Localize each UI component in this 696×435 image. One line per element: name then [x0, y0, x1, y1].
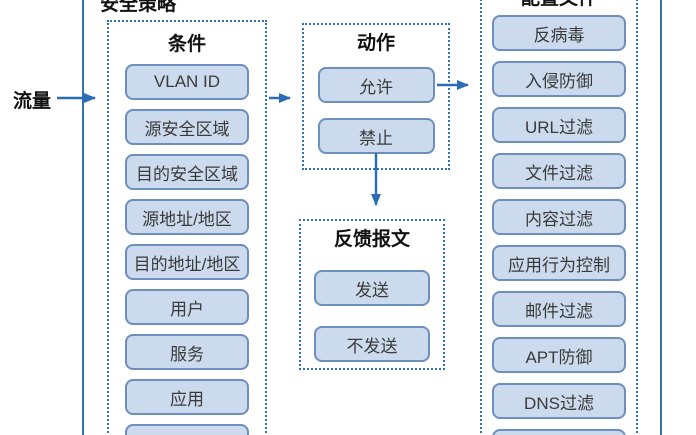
conditions-title: 条件 [167, 34, 206, 55]
profiles-list: 反病毒入侵防御 URL过滤文件过滤内容过滤应用行为控制邮件过滤 APT防御 DNS过滤… [492, 15, 626, 435]
security-policy-title: 安全策略 [100, 0, 177, 15]
action-node: 禁止 [317, 118, 435, 154]
profile-node: DNS过滤 [492, 383, 626, 419]
condition-node: URL分类 [125, 424, 249, 435]
condition-node: VLAN ID [125, 64, 249, 100]
conditions-group: 条件 VLAN ID 源安全区域目的安全区域源地址/地区目的地址/地区用户服务应用… [107, 20, 267, 435]
feedback-node: 不发送 [314, 326, 430, 362]
profile-node: 内容过滤 [492, 199, 626, 235]
condition-node: 应用 [125, 379, 249, 415]
condition-node: 源安全区域 [125, 109, 249, 145]
profiles-title: 配置文件 [521, 0, 597, 10]
condition-node: 用户 [125, 289, 249, 325]
feedback-node: 发送 [314, 270, 430, 306]
action-node: 允许 [317, 67, 435, 103]
profile-node: 云接入安全感知 [492, 429, 626, 435]
profile-node: 反病毒 [492, 15, 626, 51]
condition-node: 服务 [125, 334, 249, 370]
actions-title: 动作 [356, 33, 395, 54]
security-policy-container: 安全策略 [82, 0, 662, 435]
profile-node: 入侵防御 [492, 61, 626, 97]
feedback-list: 发送不发送 [314, 270, 430, 362]
condition-node: 源地址/地区 [125, 199, 249, 235]
feedback-group: 反馈报文 发送不发送 [299, 219, 445, 370]
condition-node: 目的安全区域 [125, 154, 249, 190]
profile-node: 应用行为控制 [492, 245, 626, 281]
profile-node: APT防御 [492, 337, 626, 373]
profile-node: 文件过滤 [492, 153, 626, 189]
actions-group: 动作 允许禁止 [302, 23, 450, 170]
actions-list: 允许禁止 [317, 67, 435, 154]
profile-node: 邮件过滤 [492, 291, 626, 327]
traffic-label: 流量 [13, 91, 52, 112]
profile-node: URL过滤 [492, 107, 626, 143]
condition-node: 目的地址/地区 [125, 244, 249, 280]
feedback-title: 反馈报文 [333, 229, 410, 250]
